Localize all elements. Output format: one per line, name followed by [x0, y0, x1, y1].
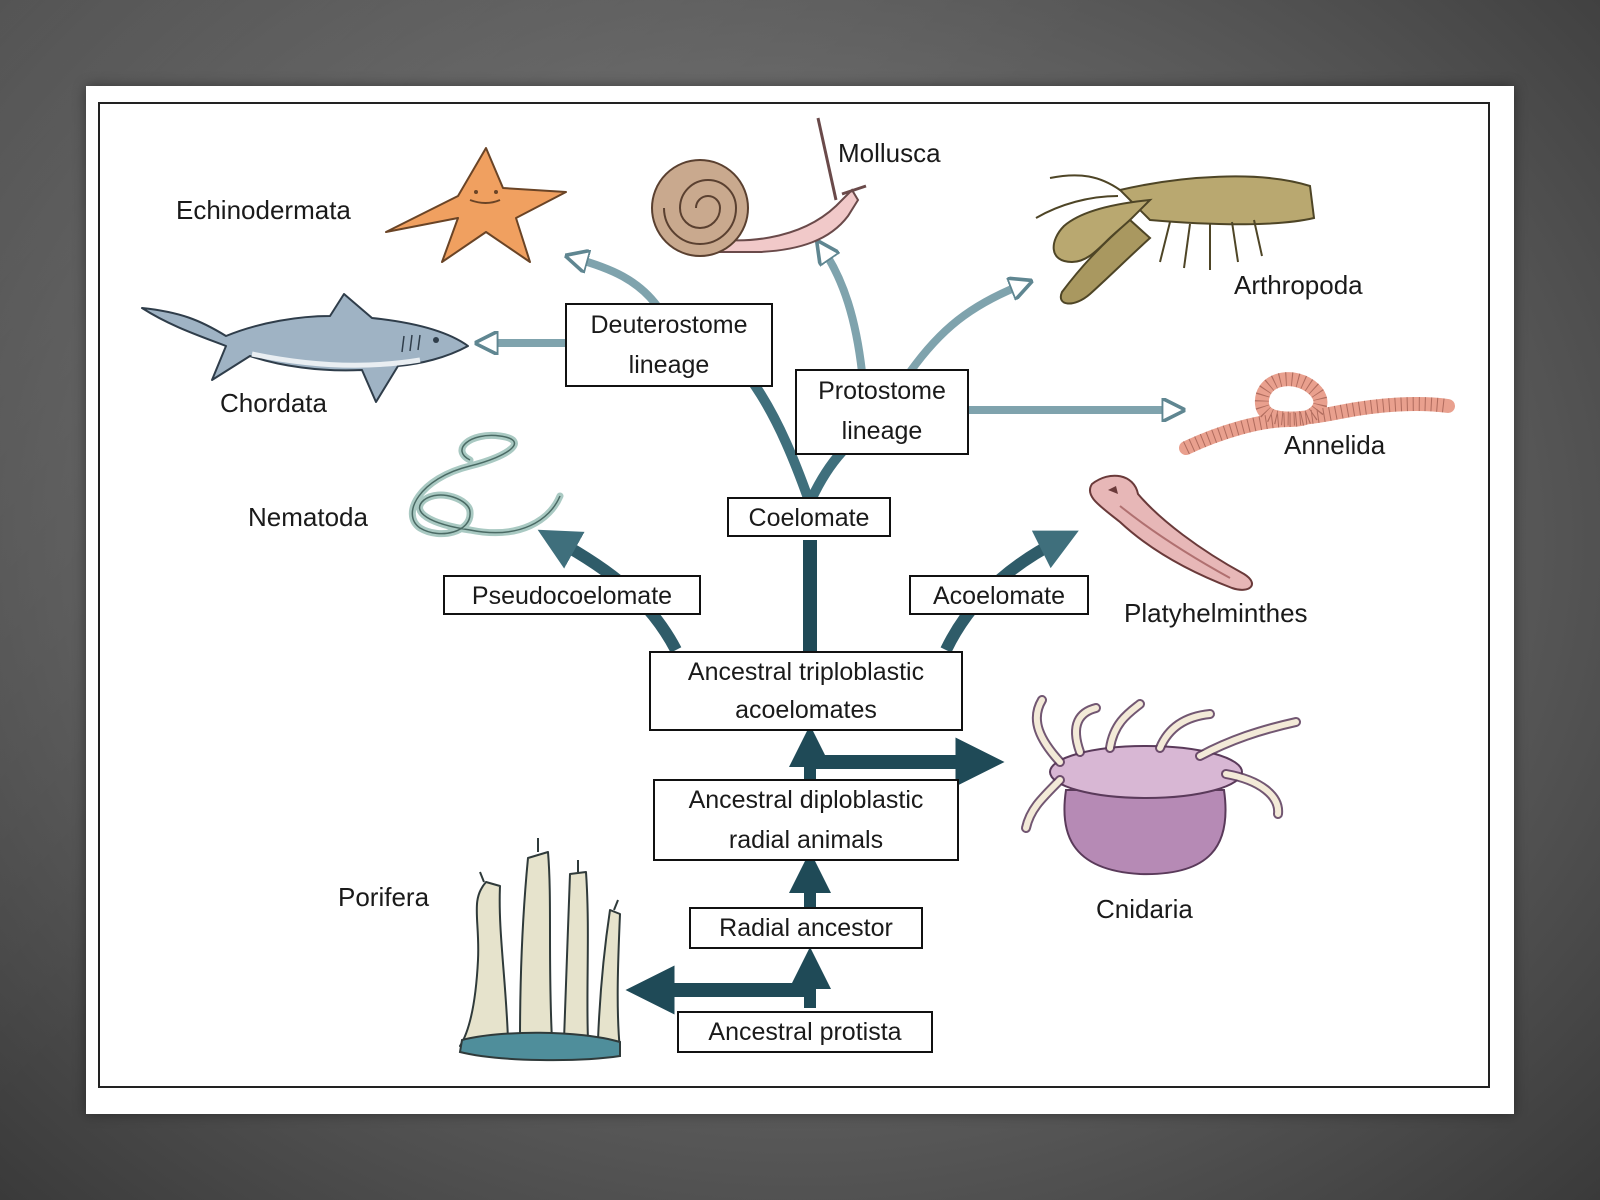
label-chordata: Chordata	[220, 388, 327, 418]
node-diploblastic-line1: Ancestral diploblastic	[689, 786, 924, 814]
label-nematoda: Nematoda	[248, 502, 368, 532]
branch-to-arthropoda	[906, 284, 1024, 375]
annelid-illustration	[1179, 372, 1455, 455]
node-coelomate-label: Coelomate	[749, 504, 870, 532]
shark-illustration	[141, 293, 469, 403]
node-acoelomate: Acoelomate	[909, 575, 1089, 615]
node-triploblastic-line2: acoelomates	[735, 696, 877, 724]
node-triploblastic-line1: Ancestral triploblastic	[688, 658, 924, 686]
node-protostome-line1: Protostome	[818, 377, 946, 405]
sponge-illustration	[458, 838, 621, 1062]
label-cnidaria: Cnidaria	[1096, 894, 1193, 924]
snail-illustration	[651, 117, 867, 257]
node-triploblastic: Ancestral triploblastic acoelomates	[649, 651, 963, 731]
label-echinodermata: Echinodermata	[176, 195, 351, 225]
node-protostome: Protostome lineage	[795, 369, 969, 455]
node-diploblastic: Ancestral diploblastic radial animals	[653, 779, 959, 861]
node-coelomate: Coelomate	[727, 497, 891, 537]
node-protista-label: Ancestral protista	[708, 1018, 901, 1046]
label-porifera: Porifera	[338, 882, 430, 912]
node-protostome-line2: lineage	[842, 417, 923, 445]
branch-to-echinodermata	[574, 258, 664, 313]
node-deuterostome-line1: Deuterostome	[590, 311, 747, 339]
anemone-illustration	[1021, 695, 1301, 876]
label-platyhelminthes: Platyhelminthes	[1124, 598, 1308, 628]
starfish-illustration	[385, 147, 567, 263]
lobster-illustration	[1035, 174, 1316, 305]
node-deuterostome-line2: lineage	[629, 351, 710, 379]
node-radial-ancestor: Radial ancestor	[689, 907, 923, 949]
flatworm-illustration	[1089, 474, 1253, 591]
node-deuterostome: Deuterostome lineage	[565, 303, 773, 387]
node-diploblastic-line2: radial animals	[729, 826, 883, 854]
label-mollusca: Mollusca	[838, 138, 941, 168]
node-radial-ancestor-label: Radial ancestor	[719, 914, 893, 942]
node-pseudocoelomate-label: Pseudocoelomate	[472, 582, 672, 610]
label-arthropoda: Arthropoda	[1234, 270, 1363, 300]
label-annelida: Annelida	[1284, 430, 1386, 460]
node-pseudocoelomate: Pseudocoelomate	[443, 575, 701, 615]
node-protista: Ancestral protista	[677, 1011, 933, 1053]
nematode-illustration	[408, 431, 564, 538]
branch-to-mollusca	[822, 248, 866, 373]
node-acoelomate-label: Acoelomate	[933, 582, 1065, 610]
diagram-frame	[98, 102, 1490, 1088]
